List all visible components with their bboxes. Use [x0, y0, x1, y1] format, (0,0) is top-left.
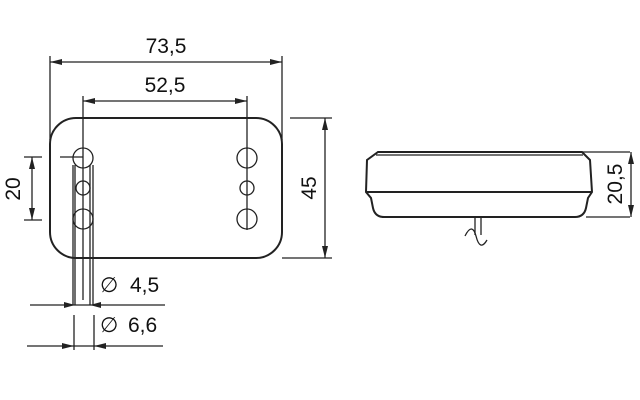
- small-hole-diameter-label: 4,5: [130, 274, 159, 297]
- overall-width-dimension: 73,5: [49, 35, 283, 140]
- hole-vertical-spacing-dimension: 20: [2, 156, 83, 221]
- hole-right-middle: [239, 180, 255, 196]
- front-view-body: [49, 117, 283, 259]
- overall-height-label: 45: [298, 176, 321, 199]
- side-view: [364, 151, 594, 246]
- side-depth-label: 20,5: [604, 164, 627, 205]
- large-hole-diameter-label: 6,6: [128, 314, 157, 337]
- hole-right-top: [236, 147, 258, 169]
- large-hole-diameter-symbol: ∅: [100, 314, 118, 337]
- side-depth-dimension: 20,5: [582, 151, 634, 218]
- hole-right-bottom: [236, 208, 258, 230]
- hole-spacing-dimension: 52,5: [82, 74, 248, 300]
- overall-height-dimension: 45: [282, 117, 332, 259]
- overall-width-label: 73,5: [146, 35, 187, 58]
- small-hole-diameter-symbol: ∅: [100, 274, 118, 297]
- hole-left-top: [72, 147, 94, 169]
- hole-vertical-spacing-label: 20: [2, 177, 25, 200]
- hole-spacing-label: 52,5: [145, 74, 186, 97]
- hole-diameter-dimensions: ∅ 4,5 ∅ 6,6: [27, 165, 165, 350]
